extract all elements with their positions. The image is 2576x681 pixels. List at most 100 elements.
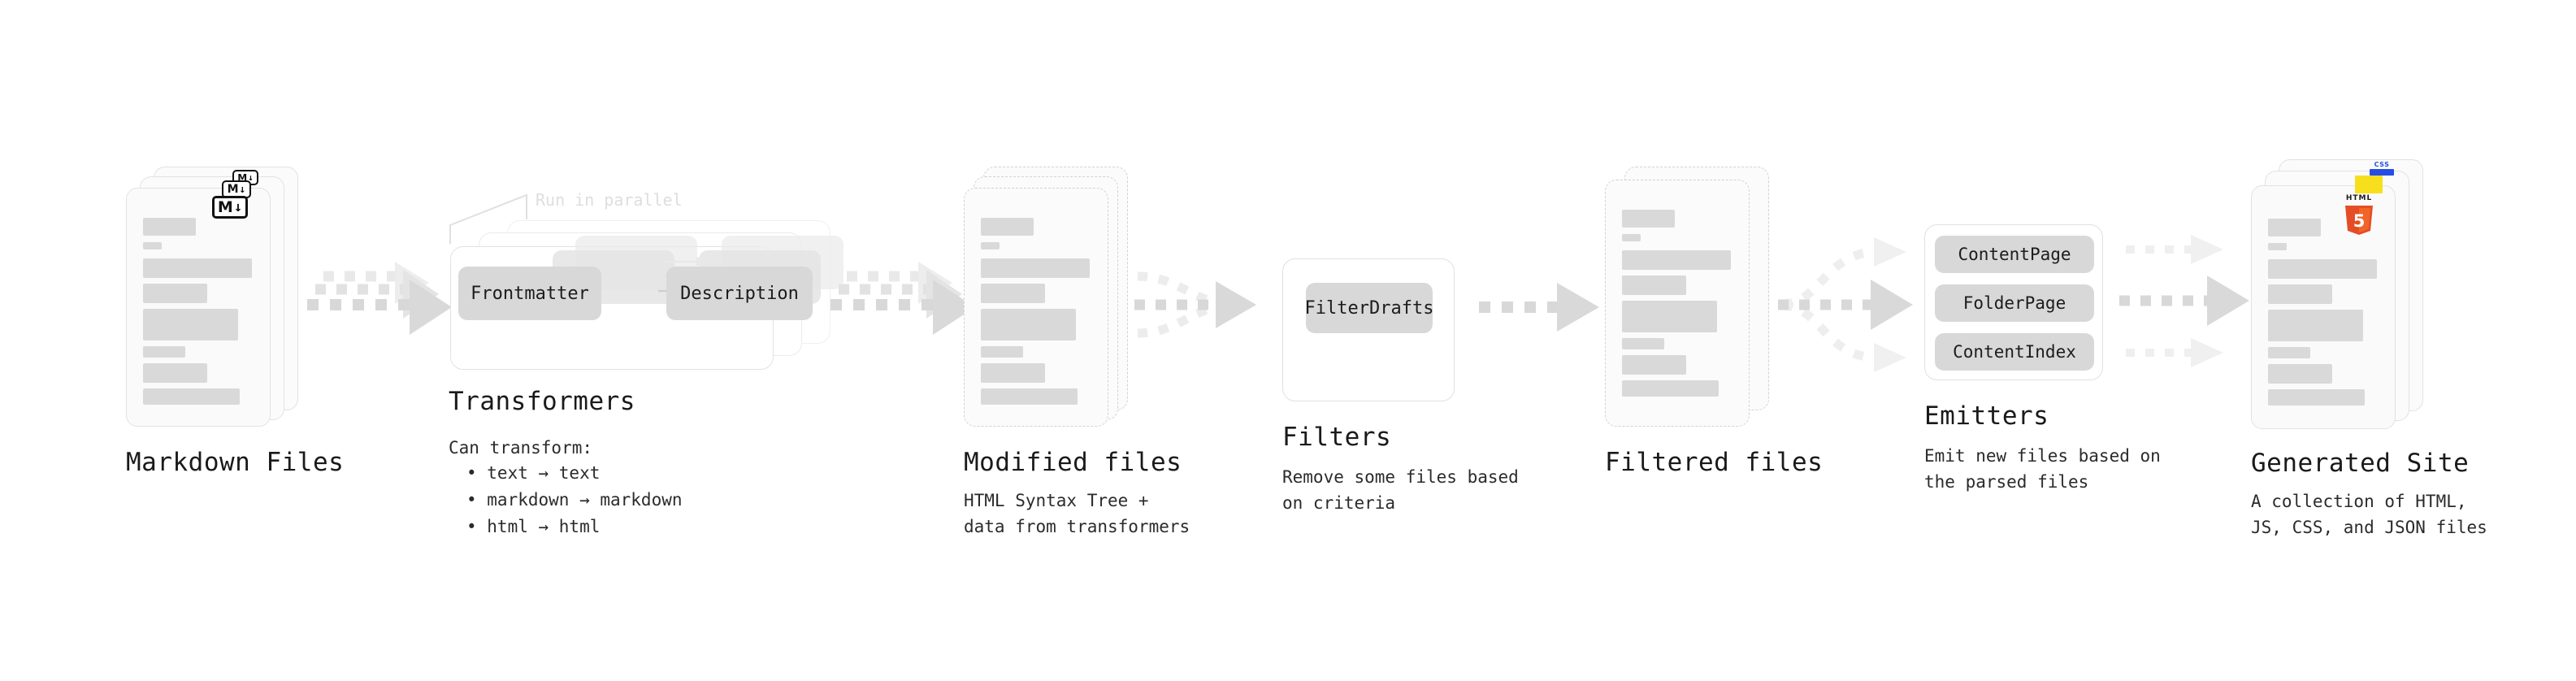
doc-sheet-front [964, 188, 1108, 427]
css-icon: CSS [2370, 162, 2394, 176]
transformer-pill-description-label: Description [680, 283, 799, 304]
transformer-pill-frontmatter-label: Frontmatter [471, 283, 589, 304]
skeleton-bar [143, 309, 238, 340]
filter-pill-filterdrafts[interactable]: FilterDrafts [1304, 283, 1434, 333]
skeleton-bar [2268, 284, 2332, 304]
skeleton-bar [1622, 250, 1731, 270]
emitter-pill-folderpage[interactable]: FolderPage [1935, 284, 2094, 322]
modified-file-stack [964, 167, 1136, 427]
emitters-box: ContentPage FolderPage ContentIndex [1924, 224, 2103, 380]
arrow-filters-to-filtered [1479, 283, 1599, 332]
skeleton-bar [981, 218, 1034, 236]
stage-transformers: Run in parallel Frontmatter Descrip [449, 189, 871, 536]
html5-icon-digit: 5 [2353, 211, 2366, 231]
skeleton-bar [2268, 389, 2365, 406]
skeleton-bar [981, 388, 1078, 405]
skeleton-bar [1622, 234, 1641, 241]
stage-markdown-files: M↓ M↓ M↓ Markdown Files [126, 167, 344, 477]
skeleton-bar [2268, 364, 2332, 384]
transformer-pill-frontmatter[interactable]: Frontmatter [458, 267, 601, 320]
markdown-icon-arrow: ↓ [239, 183, 246, 196]
skeleton-bar [1622, 355, 1686, 375]
skeleton-bar [143, 388, 240, 405]
js-icon [2355, 176, 2383, 193]
skeleton-bar [143, 284, 207, 303]
arrow-emitters-to-site [2119, 235, 2249, 367]
skeleton-bar [1622, 301, 1717, 332]
markdown-icon: M↓ [212, 196, 248, 219]
arrow-modified-to-filters [1134, 271, 1256, 338]
skeleton-bar [2268, 219, 2321, 236]
emitter-pill-contentpage[interactable]: ContentPage [1935, 236, 2094, 273]
skeleton-bar [143, 242, 162, 249]
stage-subtitle-emitters: Emit new files based on the parsed files [1924, 446, 2161, 492]
stage-filtered-files: Filtered files [1605, 167, 1823, 477]
emitter-pill-contentpage-label: ContentPage [1958, 245, 2071, 264]
stage-subtitle-filters: Remove some files based on criteria [1282, 467, 1519, 513]
skeleton-bar [1622, 380, 1719, 397]
skeleton-bar [143, 346, 185, 358]
transformers-bullet: • html → html [466, 517, 601, 537]
stage-title-modified-files: Modified files [964, 448, 1182, 477]
filtered-file-stack [1605, 167, 1777, 427]
markdown-icon-letter: M [217, 197, 233, 216]
transformers-bullet: • markdown → markdown [466, 490, 683, 510]
skeleton-bar [2268, 243, 2287, 250]
arrow-markdown-to-transformers [307, 262, 452, 335]
css-icon-label: CSS [2374, 161, 2390, 168]
emitter-pill-folderpage-label: FolderPage [1962, 293, 2066, 313]
filters-box: FilterDrafts [1282, 258, 1455, 401]
html5-icon: HTML 5 [2342, 195, 2376, 236]
emitter-pill-contentindex[interactable]: ContentIndex [1935, 333, 2094, 371]
stage-title-markdown-files: Markdown Files [126, 448, 345, 477]
html5-icon-shield: 5 [2345, 206, 2373, 235]
arrow-transformers-to-modified [830, 262, 975, 335]
markdown-icon-letter: M [237, 171, 248, 184]
emitter-pill-contentindex-label: ContentIndex [1953, 342, 2076, 362]
skeleton-bar [143, 363, 207, 383]
transformers-bullet-list: • text → text • markdown → markdown • ht… [466, 460, 683, 541]
skeleton-bar [981, 258, 1090, 278]
skeleton-bar [981, 284, 1045, 303]
doc-sheet-front [2251, 185, 2396, 429]
stage-emitters: ContentPage FolderPage ContentIndex Emit… [1924, 224, 2161, 492]
skeleton-bar [2268, 259, 2377, 279]
filter-pill-filterdrafts-label: FilterDrafts [1304, 297, 1434, 319]
stage-title-generated-site: Generated Site [2251, 449, 2470, 478]
stage-title-transformers: Transformers [449, 387, 635, 416]
markdown-icon-arrow: ↓ [248, 172, 254, 183]
stage-title-emitters: Emitters [1924, 401, 2049, 431]
stage-modified-files: Modified files HTML Syntax Tree + data f… [964, 167, 1190, 540]
stage-subtitle-modified-files: HTML Syntax Tree + data from transformer… [964, 491, 1190, 536]
transformers-bullet: • text → text [466, 463, 601, 483]
stage-title-filtered-files: Filtered files [1605, 448, 1824, 477]
doc-sheet-front [1605, 180, 1750, 427]
stage-subtitle-transformers: Can transform: [449, 438, 593, 458]
skeleton-bar [981, 242, 1000, 249]
doc-sheet-front [126, 188, 271, 427]
arrow-filtered-to-emitters [1778, 237, 1913, 372]
skeleton-bar [981, 309, 1076, 340]
markdown-icon-letter: M [227, 183, 239, 196]
run-in-parallel-bracket [449, 193, 527, 244]
generated-site-stack: CSS HTML 5 [2251, 159, 2423, 429]
html5-icon-label: HTML [2345, 194, 2373, 202]
skeleton-bar [143, 258, 252, 278]
css-icon-bar [2370, 169, 2394, 176]
markdown-file-stack: M↓ M↓ M↓ [126, 167, 298, 427]
skeleton-bar [981, 363, 1045, 383]
skeleton-bar [2268, 310, 2363, 341]
skeleton-bar [143, 218, 196, 236]
transformer-pill-description[interactable]: Description [666, 267, 813, 320]
skeleton-bar [2268, 347, 2310, 358]
skeleton-bar [981, 346, 1023, 358]
markdown-icon-arrow: ↓ [233, 198, 243, 215]
stage-generated-site: CSS HTML 5 Generated Site A collection o… [2251, 159, 2487, 541]
run-in-parallel-label: Run in parallel [536, 190, 683, 210]
skeleton-bar [1622, 338, 1664, 349]
skeleton-bar [1622, 210, 1675, 228]
stage-subtitle-generated-site: A collection of HTML, JS, CSS, and JSON … [2251, 492, 2487, 537]
stage-filters: FilterDrafts Filters Remove some files b… [1282, 258, 1519, 513]
stage-title-filters: Filters [1282, 423, 1392, 452]
